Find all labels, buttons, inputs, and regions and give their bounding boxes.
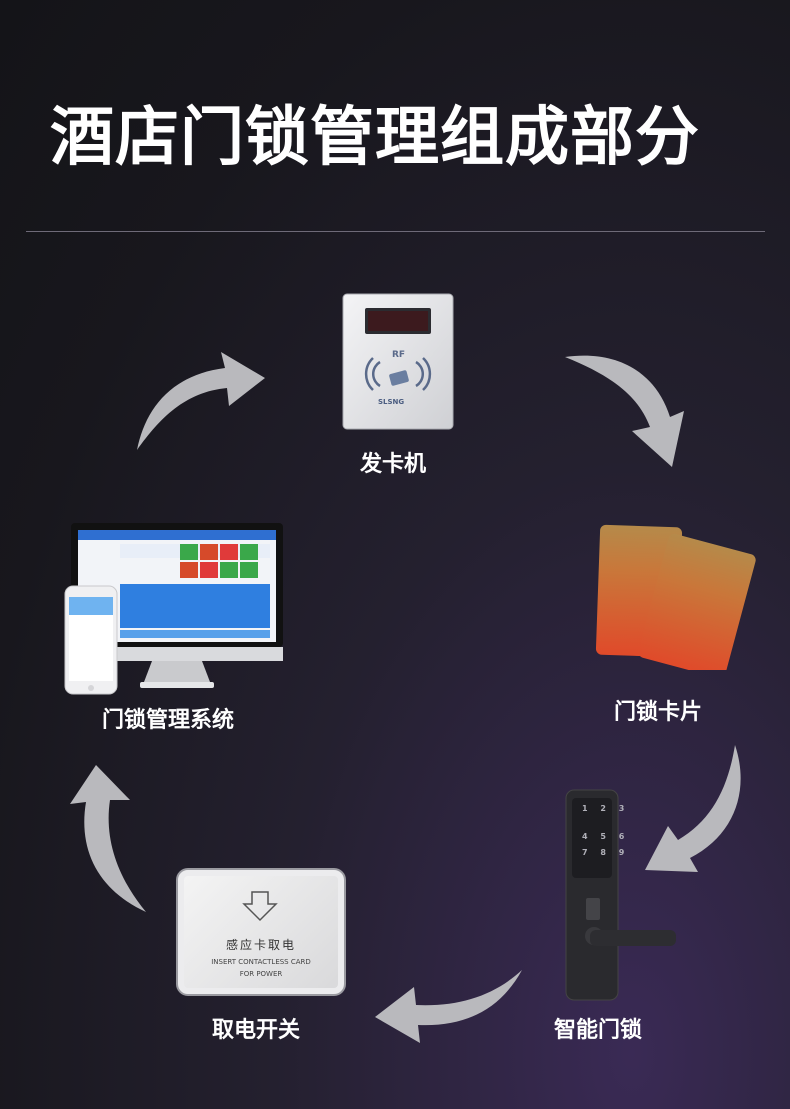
power-switch-plate: 感应卡取电 INSERT CONTACTLESS CARD FOR POWER [176,868,346,996]
page-title: 酒店门锁管理组成部分 [50,101,700,175]
insert-card-arrow-icon [242,891,278,922]
arrow-card-to-lock-icon [645,745,741,872]
power-switch-text-en2: FOR POWER [239,970,283,978]
card-issuer-label: 发卡机 [360,452,427,477]
card-issuer-rf-text: RF [392,350,406,360]
smart-lock-keypad-row1: 1 2 3 [582,804,630,813]
management-system-monitor-icon [71,523,283,688]
management-system-label: 门锁管理系统 [102,708,235,733]
card-issuer-brand: SLSNG [378,398,405,406]
smart-lock-label: 智能门锁 [554,1018,643,1043]
power-switch-text-cn: 感应卡取电 [225,938,296,952]
power-switch-text-en1: INSERT CONTACTLESS CARD [211,958,311,966]
power-switch-label: 取电开关 [212,1018,301,1043]
arrow-issuer-to-card-icon [565,355,684,467]
title-divider [26,231,765,232]
arrow-system-to-issuer-icon [137,352,265,450]
arrow-lock-to-switch-icon [375,970,522,1043]
smart-lock-icon [565,789,676,1001]
smart-lock-keypad-row2: 4 5 6 [582,832,630,841]
card-issuer-icon [342,293,454,430]
management-system-phone-icon [64,585,118,695]
smart-lock-keypad-row3: 7 8 9 [582,848,630,857]
door-card-icon [595,524,756,670]
door-card-label: 门锁卡片 [614,700,703,725]
arrow-switch-to-system-icon [70,765,146,912]
